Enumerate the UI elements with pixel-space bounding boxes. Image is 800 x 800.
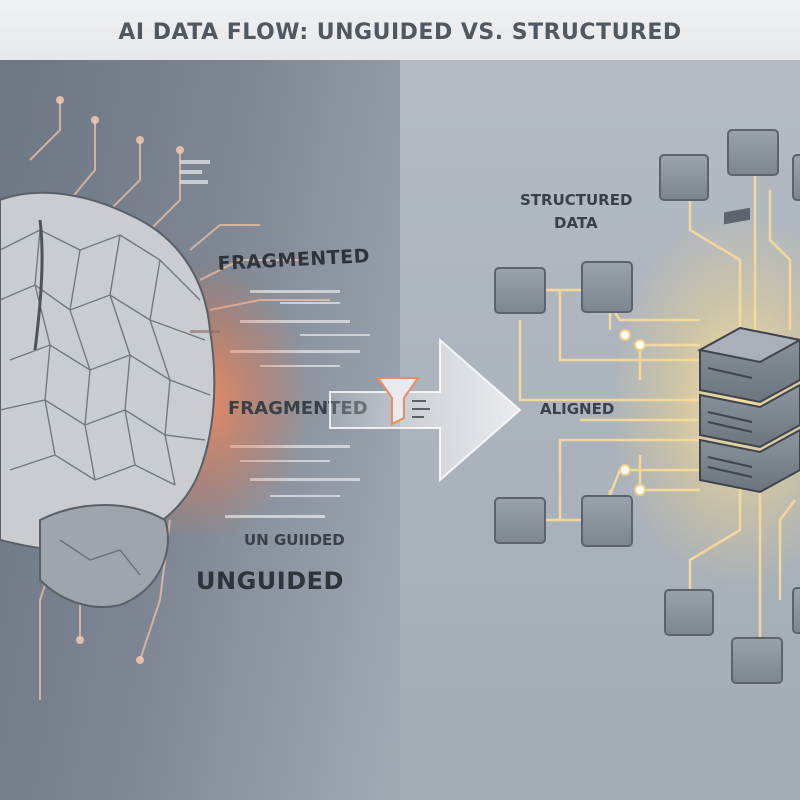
data-node (494, 267, 546, 314)
funnel-icon (376, 377, 430, 426)
brain-icon (0, 191, 220, 609)
label-structured: STRUCTURED (520, 191, 632, 209)
title-bar: AI DATA FLOW: UNGUIDED VS. STRUCTURED (0, 0, 800, 60)
data-node (792, 154, 800, 201)
trace-dots (56, 96, 184, 664)
data-node-icon (494, 129, 800, 684)
label-aligned: ALIGNED (540, 400, 614, 418)
data-node (581, 261, 633, 313)
label-unguided-big: UNGUIDED (196, 567, 344, 595)
data-node (727, 129, 779, 176)
label-structured-data: DATA (554, 214, 598, 232)
data-node (731, 637, 783, 684)
data-node (581, 495, 633, 547)
data-node (494, 497, 546, 544)
label-unguided-small: UN GUIIDED (244, 531, 345, 549)
label-fragmented-top: FRAGMENTED (217, 245, 370, 275)
data-node (659, 154, 709, 201)
server-stack-icon (697, 207, 800, 494)
data-node (664, 589, 714, 636)
data-node (792, 587, 800, 634)
page-title: AI DATA FLOW: UNGUIDED VS. STRUCTURED (118, 19, 682, 45)
